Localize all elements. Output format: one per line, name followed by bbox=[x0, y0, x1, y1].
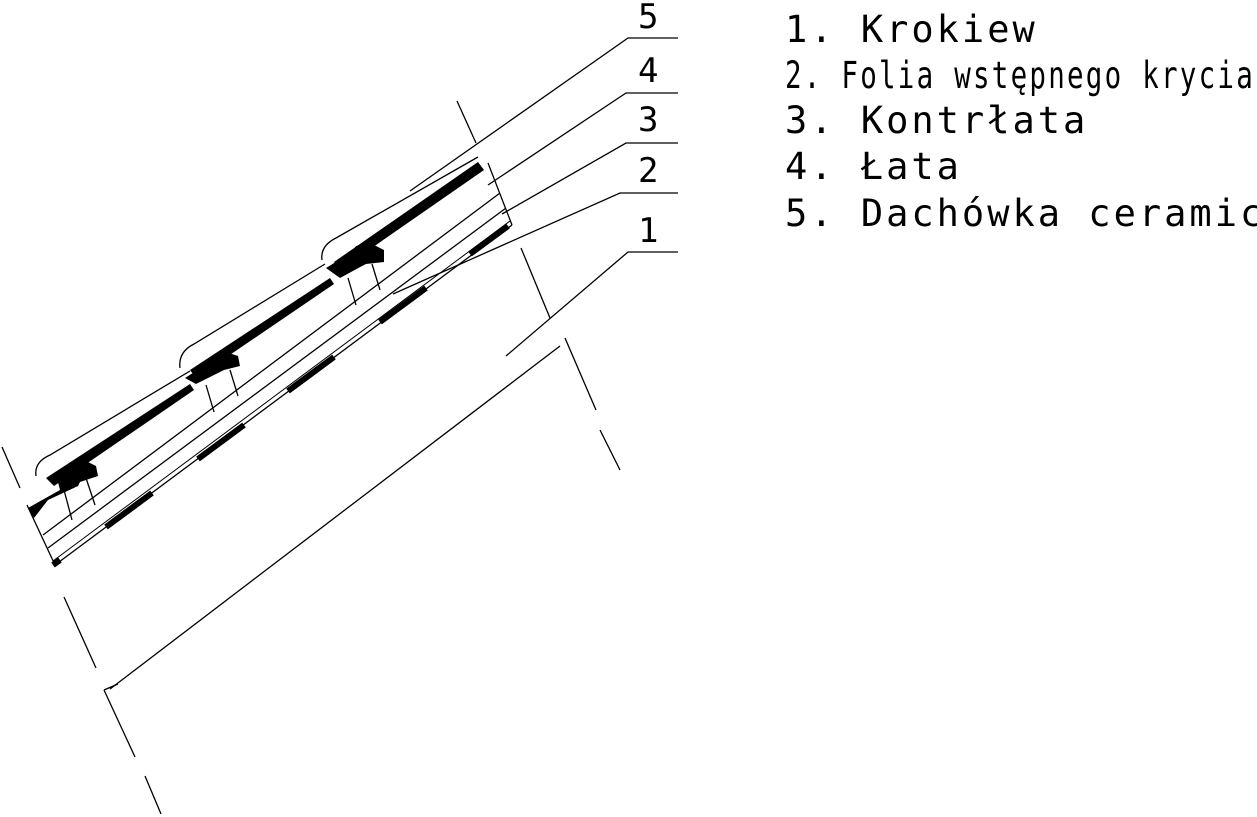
roof-tile-body bbox=[46, 384, 194, 486]
roof-tile-outline bbox=[35, 370, 191, 477]
roof-tile-body bbox=[334, 162, 484, 270]
battens bbox=[63, 263, 381, 521]
callout-1: 1 bbox=[638, 211, 658, 251]
membrane-dash bbox=[378, 285, 428, 325]
legend-item-tile: 5. Dachówka ceramiczna bbox=[785, 192, 1257, 235]
bottom-break-line bbox=[103, 689, 136, 758]
batten-post bbox=[85, 477, 96, 506]
callout-4: 4 bbox=[638, 51, 658, 91]
roof-tile-outline bbox=[179, 263, 326, 369]
legend: 1. Krokiew 2. Folia wstępnego krycia 3. … bbox=[785, 8, 1257, 235]
rafter bbox=[26, 162, 513, 566]
membrane-dash bbox=[196, 422, 246, 462]
rafter-bottom-end bbox=[26, 504, 56, 566]
bottom-break-line bbox=[1, 446, 21, 489]
legend-item-counter-batten: 3. Kontrłata bbox=[785, 99, 1088, 142]
dimension-line bbox=[103, 345, 561, 691]
callout-2: 2 bbox=[638, 151, 658, 191]
membrane-dash bbox=[468, 223, 510, 257]
batten-post bbox=[347, 277, 357, 306]
bottom-break-line bbox=[144, 775, 162, 815]
membrane-dash bbox=[51, 557, 62, 568]
membrane-dash bbox=[104, 490, 154, 530]
roof-tile bbox=[28, 462, 98, 518]
roof-tile-outline bbox=[321, 156, 479, 261]
leader-lines bbox=[392, 37, 678, 357]
roof-tiles bbox=[28, 156, 484, 518]
leader-line-2 bbox=[392, 192, 678, 295]
underlay-membrane bbox=[51, 223, 510, 568]
counter-batten bbox=[42, 192, 507, 549]
batten-post bbox=[205, 384, 215, 413]
dimension-tick bbox=[103, 683, 119, 691]
membrane-thin-line bbox=[52, 220, 511, 562]
leader-line-5 bbox=[409, 37, 678, 192]
legend-item-rafter: 1. Krokiew bbox=[785, 8, 1038, 51]
legend-item-batten: 4. Łata bbox=[785, 145, 962, 188]
top-break-line bbox=[520, 247, 551, 319]
top-break-line bbox=[564, 337, 597, 411]
batten-post bbox=[229, 369, 239, 397]
leader-line-1 bbox=[505, 251, 678, 357]
bottom-break-line bbox=[63, 596, 97, 669]
batten-post bbox=[63, 489, 73, 521]
counter-batten-mid-edge bbox=[47, 207, 507, 549]
counter-batten-top-edge bbox=[42, 192, 501, 536]
callout-3: 3 bbox=[638, 100, 658, 140]
batten-post bbox=[371, 263, 381, 291]
top-break-line bbox=[599, 429, 621, 471]
dimension-main bbox=[109, 345, 561, 690]
leader-line-4 bbox=[487, 92, 678, 186]
legend-item-membrane: 2. Folia wstępnego krycia bbox=[785, 54, 1255, 97]
membrane-dash bbox=[286, 354, 336, 394]
roof-tile-body bbox=[190, 278, 334, 378]
leader-line-3 bbox=[501, 142, 678, 215]
callout-5: 5 bbox=[638, 0, 658, 37]
top-break-line bbox=[456, 100, 477, 144]
section-break-lines bbox=[1, 100, 621, 815]
rafter-end-line bbox=[487, 162, 513, 226]
